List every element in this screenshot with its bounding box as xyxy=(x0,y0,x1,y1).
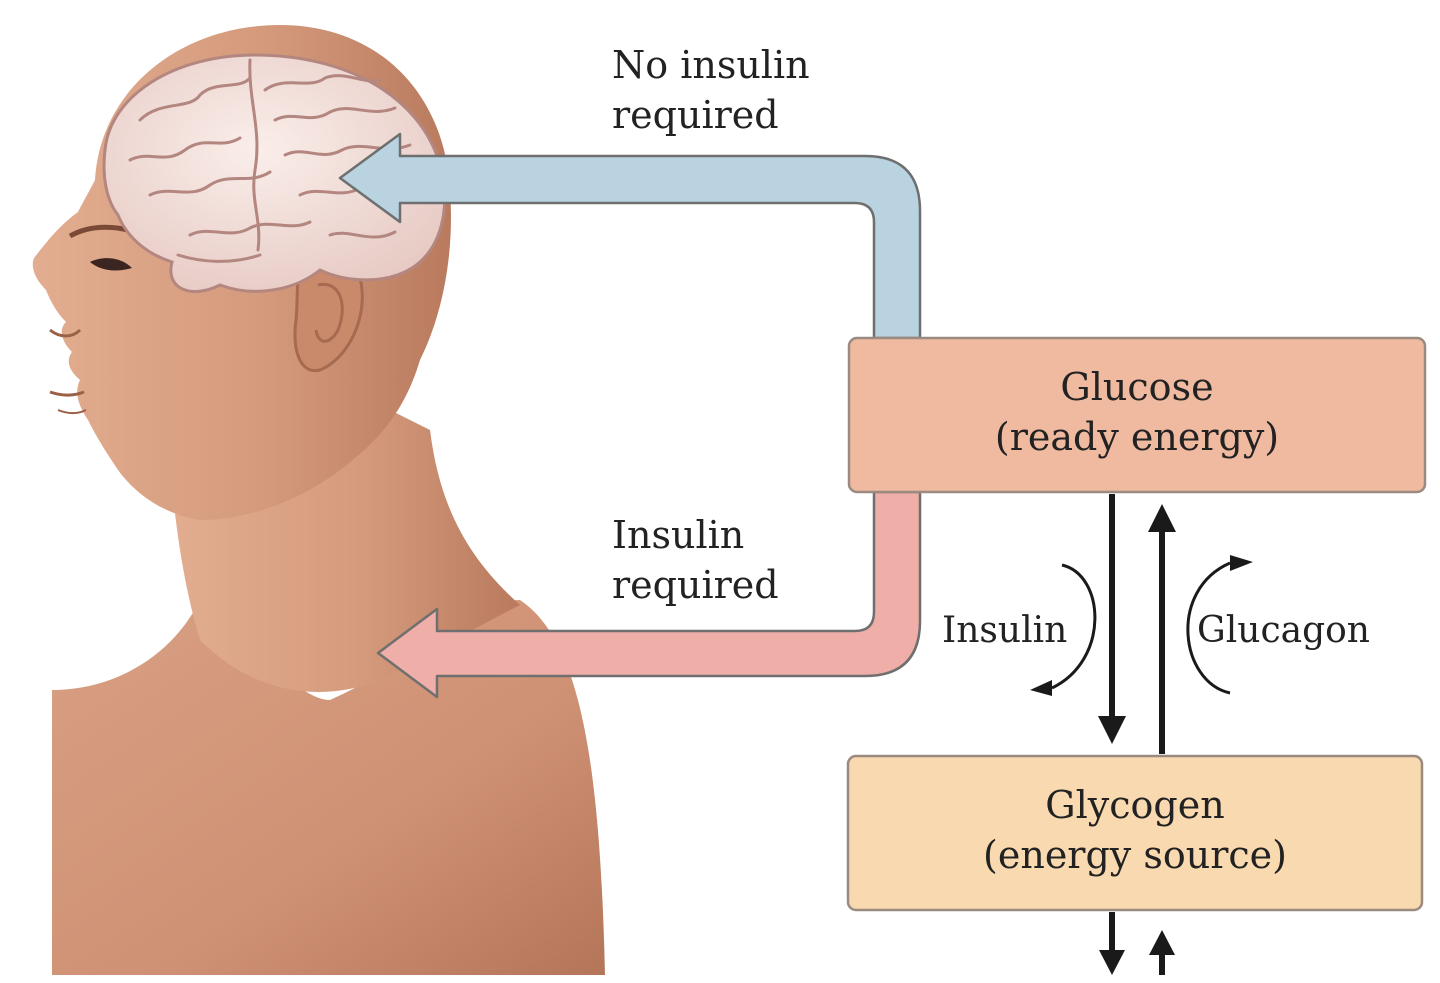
glucose-title: Glucose xyxy=(1060,365,1213,409)
glucagon-hormone-label: Glucagon xyxy=(1197,610,1370,651)
glucose-box xyxy=(847,336,1427,494)
insulin-required-label-line2: required xyxy=(612,563,779,607)
no-insulin-label-line1: No insulin xyxy=(612,43,810,87)
glucose-to-glycogen-arrow xyxy=(1098,494,1126,744)
glycogen-inflow-arrow xyxy=(1149,930,1175,975)
glucose-subtitle: (ready energy) xyxy=(995,415,1279,459)
torso xyxy=(52,600,605,975)
glucagon-curve-arrow xyxy=(1186,555,1253,695)
insulin-required-arrow xyxy=(376,490,922,699)
insulin-hormone-label: Insulin xyxy=(942,610,1067,651)
glycogen-subtitle: (energy source) xyxy=(983,833,1287,877)
eye xyxy=(90,258,132,271)
no-insulin-label-line2: required xyxy=(612,93,779,137)
glycogen-outflow-arrow xyxy=(1099,912,1125,975)
no-insulin-arrow xyxy=(338,132,922,340)
glycogen-box xyxy=(846,754,1424,912)
insulin-curve-arrow xyxy=(1030,563,1097,696)
glycogen-to-glucose-arrow xyxy=(1148,504,1176,754)
glycogen-title: Glycogen xyxy=(1045,783,1224,827)
insulin-required-label-line1: Insulin xyxy=(612,513,744,557)
